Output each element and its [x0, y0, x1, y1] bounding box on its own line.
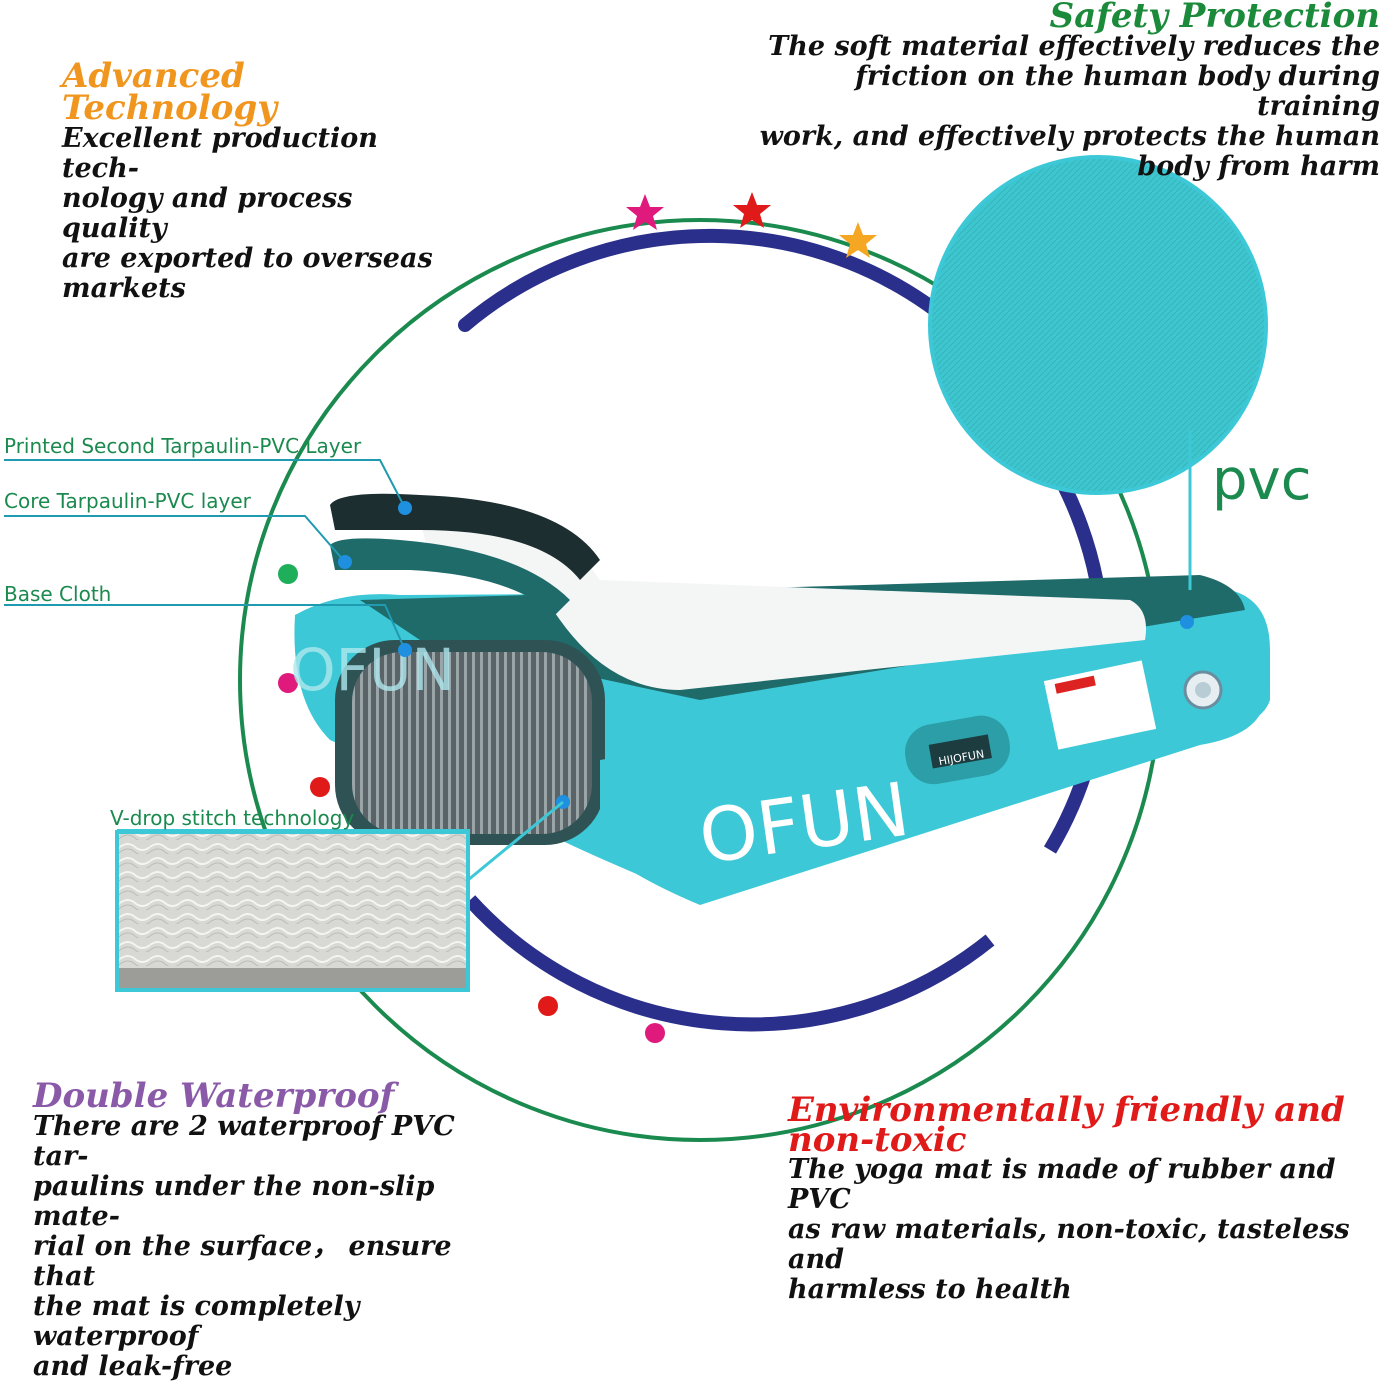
- star-icon: [839, 222, 877, 258]
- navy-arc-bottom: [464, 895, 995, 1032]
- feature-title: Environmentally friendly and non-toxic: [788, 1090, 1345, 1160]
- feature-title: Advanced Technology: [62, 56, 277, 128]
- dot-icon: [278, 564, 298, 584]
- dot-icon: [398, 501, 412, 515]
- label-vdrop-stitch: V-drop stitch technology: [110, 806, 355, 830]
- air-mat: [294, 493, 1270, 905]
- star-icon: [733, 192, 771, 228]
- label-printed-layer: Printed Second Tarpaulin-PVC Layer: [4, 434, 362, 458]
- feature-body: There are 2 waterproof PVC tar- paulins …: [33, 1111, 455, 1382]
- feature-double-waterproof: Double Waterproof There are 2 waterproof…: [33, 1076, 513, 1382]
- feature-body: The yoga mat is made of rubber and PVC a…: [788, 1154, 1350, 1305]
- dot-icon: [310, 777, 330, 797]
- feature-title: Double Waterproof: [33, 1076, 395, 1116]
- dot-icon: [398, 643, 412, 657]
- feature-advanced-technology: Advanced Technology Excellent production…: [62, 56, 462, 304]
- navy-arc-top: [458, 228, 967, 337]
- feature-body: The soft material effectively reduces th…: [759, 31, 1380, 182]
- vdrop-swatch: [115, 830, 470, 992]
- feature-eco-friendly: Environmentally friendly and non-toxic T…: [788, 1090, 1378, 1305]
- pvc-zoom-circle: [928, 155, 1268, 495]
- pvc-label: pvc: [1212, 448, 1312, 513]
- feature-safety-protection: Safety Protection The soft material effe…: [740, 0, 1380, 182]
- brand-end-text: OFUN: [290, 636, 455, 704]
- star-icon: [626, 194, 664, 230]
- feature-title: Safety Protection: [1049, 0, 1380, 36]
- label-base-cloth: Base Cloth: [4, 582, 112, 606]
- label-leaders: [4, 459, 406, 651]
- dot-icon: [338, 555, 352, 569]
- dot-icon: [538, 996, 558, 1016]
- feature-body: Excellent production tech- nology and pr…: [62, 123, 433, 304]
- label-core-layer: Core Tarpaulin-PVC layer: [4, 489, 251, 513]
- dot-icon: [278, 673, 298, 693]
- dot-icon: [645, 1023, 665, 1043]
- vdrop-pointer-line: [467, 800, 564, 882]
- product-illustration: OFUN OFUN HIJOFUN: [4, 155, 1270, 1142]
- dot-icon: [1180, 615, 1194, 629]
